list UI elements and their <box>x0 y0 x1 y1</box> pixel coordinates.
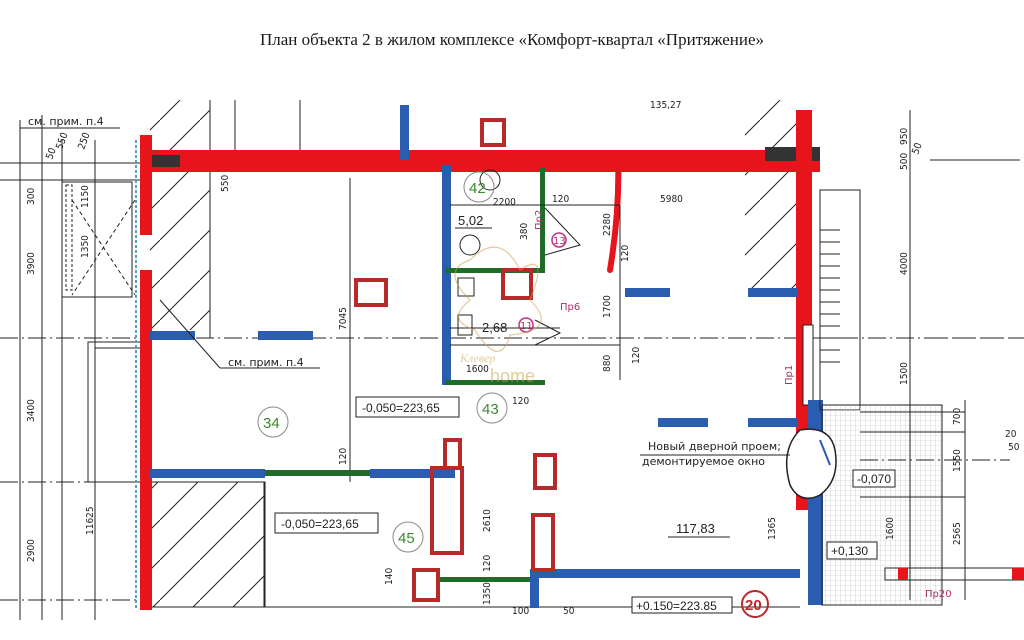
hatch-zone-left-bottom <box>149 481 266 608</box>
dim-right-500: 500 <box>899 153 910 170</box>
dim-120d: 120 <box>631 347 642 364</box>
bathroom-lines <box>450 169 621 380</box>
elevation-2: -0,050=223,65 <box>281 517 359 531</box>
dim-140: 140 <box>384 568 395 585</box>
dim-right-20: 20 <box>1005 429 1017 440</box>
dim-1365: 1365 <box>767 517 778 540</box>
dim-right-950: 950 <box>899 128 910 145</box>
dim-120b: 120 <box>552 194 569 205</box>
dim-120f: 120 <box>482 555 493 572</box>
dim-left-1350: 1350 <box>80 235 91 258</box>
dim-1600x: 1600 <box>466 364 489 375</box>
marking-pr20: Пр20 <box>925 589 952 600</box>
dim-left-300: 300 <box>26 188 37 205</box>
dim-120c: 120 <box>620 245 631 262</box>
dim-right-1500: 1500 <box>899 362 910 385</box>
marking-circle-11: 11 <box>520 321 533 332</box>
watermark: Клевер home <box>454 246 542 386</box>
area-room-20: 117,83 <box>676 521 715 536</box>
new-wall-left-lower <box>140 270 152 610</box>
elevation-3: +0.150=223.85 <box>636 599 717 613</box>
note-new-door-line1: Новый дверной проем; <box>648 440 781 453</box>
dim-880: 880 <box>602 355 613 372</box>
elevation-5: +0,130 <box>831 544 868 558</box>
columns <box>354 118 557 602</box>
dim-left-550: 550 <box>54 131 70 151</box>
dim-120a: 120 <box>338 448 349 465</box>
dim-left-3400: 3400 <box>26 399 37 422</box>
elev-box-2 <box>274 512 379 534</box>
dim-left-50: 50 <box>44 146 58 161</box>
elev-box-5 <box>826 541 878 560</box>
elevation-1: -0,050=223,65 <box>362 401 440 415</box>
room-number-42: 42 <box>469 180 486 197</box>
freehand-red-line <box>607 152 622 273</box>
marking-circle-13: 13 <box>553 236 566 247</box>
new-wall-top <box>140 150 820 172</box>
marking-pr6: Пр6 <box>560 302 580 313</box>
dim-right-1600: 1600 <box>885 517 896 540</box>
dim-left-250: 250 <box>76 131 92 151</box>
left-inset <box>61 181 144 483</box>
dim-top-partial: 135,27 <box>650 100 681 111</box>
area-room-43: 2,68 <box>482 320 507 335</box>
dim-7045: 7045 <box>338 307 349 330</box>
elev-box-1 <box>355 396 460 418</box>
dim-right-2565: 2565 <box>952 522 963 545</box>
right-dimension-lines <box>860 110 1020 600</box>
marking-pr1: Пр1 <box>784 365 795 385</box>
dim-2610: 2610 <box>482 509 493 532</box>
dim-left-3900: 3900 <box>26 252 37 275</box>
dim-right-4000: 4000 <box>899 252 910 275</box>
partitions <box>265 168 545 582</box>
dim-right-1550: 1550 <box>952 449 963 472</box>
elev-box-4 <box>852 469 896 488</box>
dim-right-50: 50 <box>910 141 924 156</box>
plan-title: План объекта 2 в жилом комплексе «Комфор… <box>259 30 765 49</box>
room-numbers: 34 42 43 45 20 <box>257 171 769 618</box>
note-see-top: см. прим. п.4 <box>28 115 104 128</box>
dim-top-550: 550 <box>220 175 231 192</box>
room-number-43: 43 <box>482 401 499 418</box>
dim-5980: 5980 <box>660 194 683 205</box>
dim-50b: 50 <box>563 606 575 617</box>
elev-box-3 <box>631 596 733 614</box>
dim-right-700: 700 <box>952 408 963 425</box>
dim-2280: 2280 <box>602 213 613 236</box>
dim-120e: 120 <box>512 396 529 407</box>
dim-380: 380 <box>519 223 530 240</box>
new-wall-left-upper <box>140 135 152 235</box>
area-room-42: 5,02 <box>458 213 483 228</box>
dim-100: 100 <box>512 606 529 617</box>
dim-2200: 2200 <box>493 197 516 208</box>
note-see-mid: см. прим. п.4 <box>228 356 304 369</box>
stair-steps <box>820 229 840 363</box>
watermark-text-1: Клевер <box>459 351 495 365</box>
marking-pr2: Пр2 <box>534 210 545 230</box>
vestibule-tile <box>821 404 943 606</box>
room-number-20: 20 <box>745 597 762 614</box>
hatch-zone-left-top <box>150 100 210 330</box>
watermark-text-2: home <box>490 366 535 386</box>
room-number-34: 34 <box>263 415 280 432</box>
dim-left-2900: 2900 <box>26 539 37 562</box>
dim-left-1150: 1150 <box>80 185 91 208</box>
stair <box>819 189 861 411</box>
dim-left-11625: 11625 <box>85 506 96 535</box>
dim-1350b: 1350 <box>482 582 493 605</box>
dim-1700: 1700 <box>602 295 613 318</box>
dim-right-50c: 50 <box>1008 442 1020 453</box>
hatch-zone-right-top <box>745 100 800 290</box>
room-number-45: 45 <box>398 530 415 547</box>
note-new-door-line2: демонтируемое окно <box>642 455 765 468</box>
elevation-4: -0,070 <box>857 472 891 486</box>
